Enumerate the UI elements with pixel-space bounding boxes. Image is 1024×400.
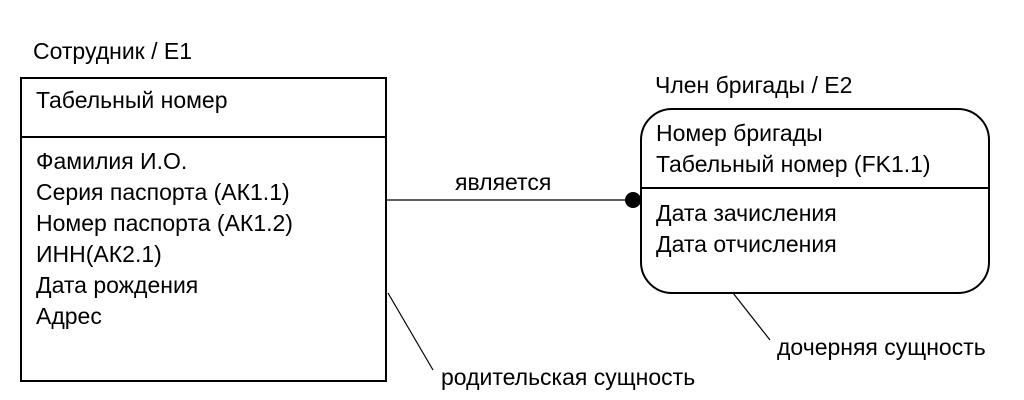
- child-attribute: Дата зачисления: [656, 200, 837, 226]
- parent-entity-box: Табельный номер Фамилия И.О. Серия паспо…: [20, 77, 387, 382]
- relationship-label: является: [455, 169, 552, 195]
- parent-annotation-leader: [387, 292, 434, 371]
- parent-attributes: Фамилия И.О. Серия паспорта (АК1.1) Номе…: [36, 146, 293, 332]
- parent-key-separator: [22, 136, 385, 138]
- child-entity-title: Член бригады / E2: [655, 72, 853, 98]
- parent-annotation: родительская сущность: [441, 364, 696, 390]
- parent-key-attributes: Табельный номер: [36, 85, 228, 116]
- child-annotation: дочерняя сущность: [777, 334, 986, 360]
- child-entity-box: Номер бригады Табельный номер (FK1.1) Да…: [640, 108, 990, 294]
- parent-attribute: Дата рождения: [36, 272, 199, 298]
- parent-attribute: Адрес: [36, 303, 102, 329]
- parent-attribute: Серия паспорта (АК1.1): [36, 179, 290, 205]
- child-key-attribute: Номер бригады: [656, 120, 823, 146]
- child-key-attributes: Номер бригады Табельный номер (FK1.1): [656, 118, 931, 180]
- child-key-attribute: Табельный номер (FK1.1): [656, 151, 931, 177]
- parent-entity-title: Сотрудник / E1: [33, 38, 193, 64]
- parent-key-attribute: Табельный номер: [36, 87, 228, 113]
- child-attribute: Дата отчисления: [656, 231, 837, 257]
- child-annotation-leader: [732, 292, 771, 341]
- relationship-endpoint-dot: [625, 192, 641, 208]
- parent-attribute: Номер паспорта (АК1.2): [36, 210, 293, 236]
- parent-attribute: Фамилия И.О.: [36, 148, 188, 174]
- parent-attribute: ИНН(АК2.1): [36, 241, 162, 267]
- child-key-separator: [642, 187, 988, 189]
- child-attributes: Дата зачисления Дата отчисления: [656, 198, 837, 260]
